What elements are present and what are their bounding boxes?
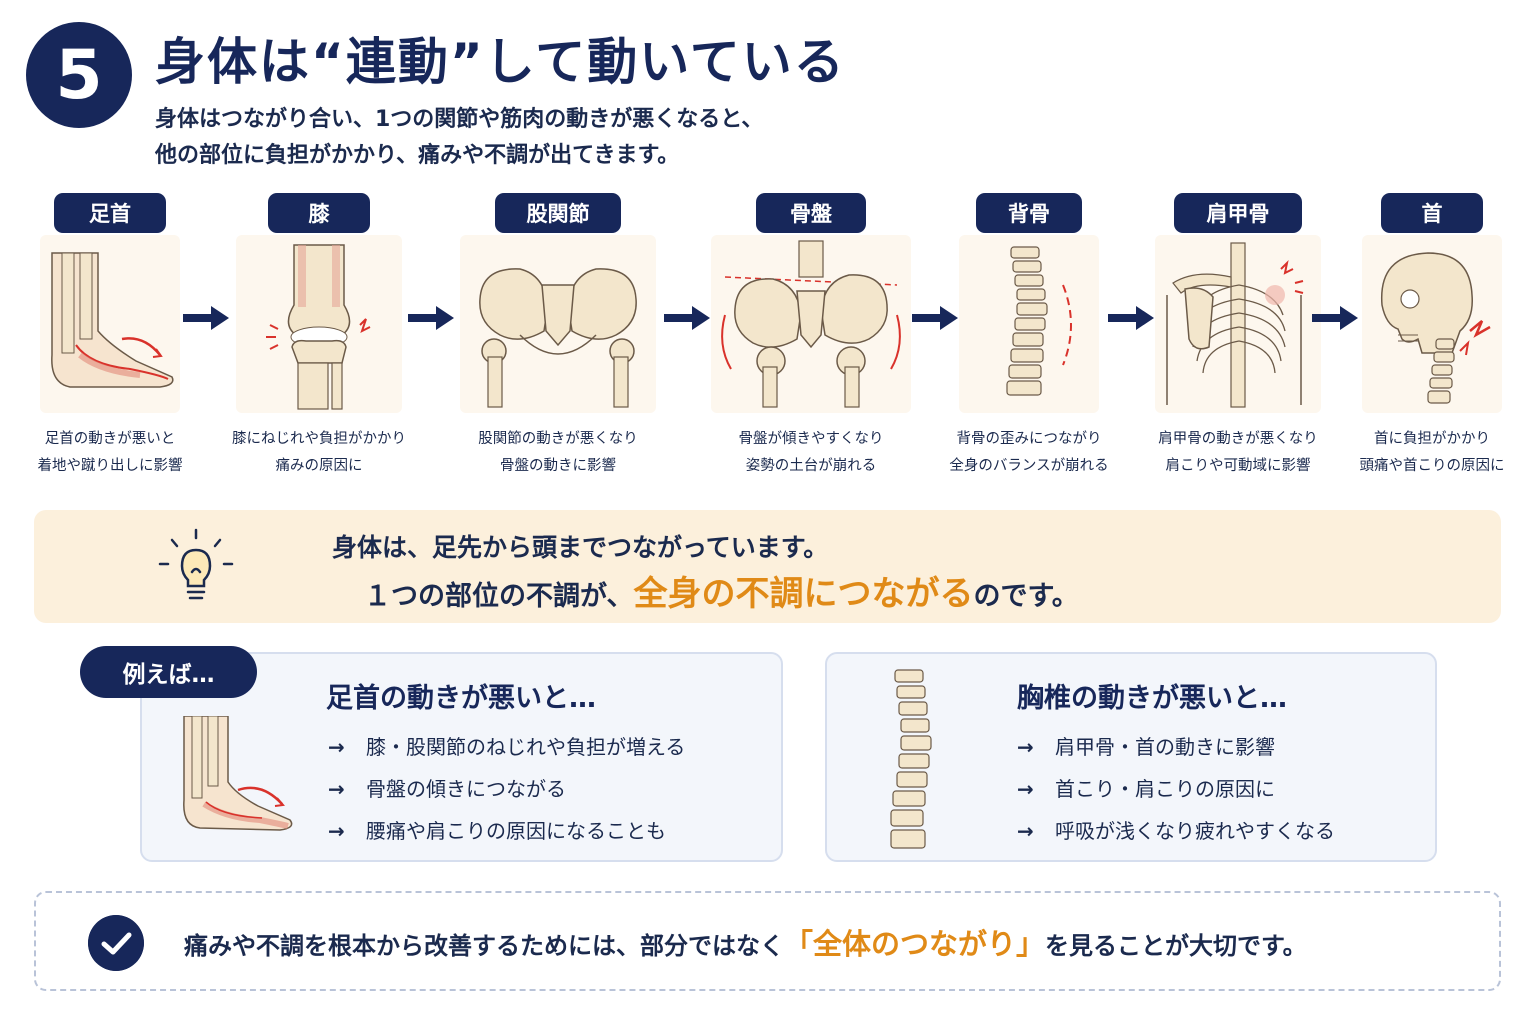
list-item: → 呼吸が浅くなり疲れやすくなる [1017,810,1335,852]
banner-line-2-post: のです。 [973,581,1079,612]
banner-line-2-pre: １つの部位の不調が、 [364,581,634,612]
step-desc-line-1: 首に負担がかかり [1374,431,1490,447]
arrow-right-icon: → [328,735,345,759]
step-desc-line-1: 股関節の動きが悪くなり [478,431,638,447]
chain-step-ankle: 足首 足首の動きが悪いと 着地や蹴り出しに影響 [5,193,215,474]
arrow-right-icon [664,306,710,330]
arrow-right-icon: → [328,777,345,801]
arrow-right-icon [408,306,454,330]
arrow-right-icon: → [328,819,345,843]
page-subtitle: 身体はつながり合い、1つの関節や筋肉の動きが悪くなると、 他の部位に負担がかかり… [155,102,763,174]
list-item-text: 首こり・肩こりの原因に [1055,777,1275,801]
subtitle-line-1: 身体はつながり合い、1つの関節や筋肉の動きが悪くなると、 [155,107,764,132]
step-label: 首 [1381,193,1483,233]
conclusion-text-post: を見ることが大切です。 [1045,932,1307,960]
arrow-right-icon [1312,306,1358,330]
chain-step-shoulder-blade: 肩甲骨 肩甲骨の動きが悪くなり 肩こりや可動域に影響 [1133,193,1343,474]
list-item: → 膝・股関節のねじれや負担が増える [328,726,685,768]
step-desc-line-1: 足首の動きが悪いと [44,431,176,447]
step-label: 背骨 [976,193,1082,233]
step-description: 膝にねじれや負担がかかり 痛みの原因に [214,426,424,480]
arrow-right-icon [912,306,958,330]
list-item: → 骨盤の傾きにつながる [328,768,685,810]
step-desc-line-2: 肩こりや可動域に影響 [1165,458,1311,474]
step-desc-line-2: 痛みの原因に [275,458,363,474]
conclusion-highlight: 「全体のつながり」 [784,927,1046,961]
list-item-text: 呼吸が浅くなり疲れやすくなる [1055,819,1335,843]
spine-icon [959,235,1099,413]
step-label: 股関節 [495,193,621,233]
step-description: 骨盤が傾きやすくなり 姿勢の土台が崩れる [706,426,916,480]
step-desc-line-1: 骨盤が傾きやすくなり [738,431,884,447]
step-description: 背骨の歪みにつながり 全身のバランスが崩れる [924,426,1134,480]
shoulder-blade-icon [1155,235,1321,413]
ankle-icon [183,716,293,831]
conclusion-box: 痛みや不調を根本から改善するためには、部分ではなく「全体のつながり」を見ることが… [34,891,1501,991]
step-desc-line-1: 肩甲骨の動きが悪くなり [1158,431,1318,447]
pelvis-icon [711,235,911,413]
arrow-right-icon [1108,306,1154,330]
banner-line-1: 身体は、足先から頭までつながっています。 [332,533,829,562]
step-description: 股関節の動きが悪くなり 骨盤の動きに影響 [453,426,663,480]
check-icon [88,915,144,971]
conclusion-text: 痛みや不調を根本から改善するためには、部分ではなく「全体のつながり」を見ることが… [184,921,1307,963]
step-label: 肩甲骨 [1174,193,1302,233]
conclusion-text-pre: 痛みや不調を根本から改善するためには、部分ではなく [184,932,784,960]
list-item-text: 肩甲骨・首の動きに影響 [1055,735,1275,759]
list-item-text: 腰痛や肩こりの原因になることも [366,819,666,843]
list-item: → 腰痛や肩こりの原因になることも [328,810,685,852]
example-card-title: 足首の動きが悪いと… [326,683,596,714]
step-label: 膝 [268,193,370,233]
lightbulb-icon [158,528,234,600]
knee-icon [236,235,402,413]
list-item: → 肩甲骨・首の動きに影響 [1017,726,1335,768]
step-desc-line-2: 全身のバランスが崩れる [949,458,1109,474]
chain-step-pelvis: 骨盤 骨盤が傾きやすくなり 姿勢の土台が崩れる [706,193,916,474]
chain-step-hip: 股関節 股関節の動きが悪くなり 骨盤の動きに影響 [453,193,663,474]
step-desc-line-2: 骨盤の動きに影響 [500,458,616,474]
hip-icon [460,235,656,413]
example-tag: 例えば… [80,646,257,698]
step-description: 肩甲骨の動きが悪くなり 肩こりや可動域に影響 [1133,426,1343,480]
list-item-text: 膝・股関節のねじれや負担が増える [366,735,686,759]
key-message-banner: 身体は、足先から頭までつながっています。 １つの部位の不調が、全身の不調につなが… [34,510,1501,623]
chain-step-knee: 膝 膝にねじれや負担がかかり 痛みの原因に [214,193,424,474]
subtitle-line-2: 他の部位に負担がかかり、痛みや不調が出てきます。 [155,143,680,168]
step-desc-line-1: 膝にねじれや負担がかかり [232,431,406,447]
section-number-badge: 5 [26,22,132,128]
step-desc-line-2: 頭痛や首こりの原因に [1359,458,1505,474]
arrow-right-icon: → [1017,819,1034,843]
banner-highlight: 全身の不調につながる [633,574,974,614]
arrow-right-icon: → [1017,735,1034,759]
banner-line-2: １つの部位の不調が、全身の不調につながるのです。 [364,566,1079,615]
step-label: 足首 [54,193,166,233]
step-label: 骨盤 [756,193,866,233]
step-description: 足首の動きが悪いと 着地や蹴り出しに影響 [5,426,215,480]
chain-step-neck: 首 首に負担がかかり 頭痛や首こりの原因に [1327,193,1536,474]
step-description: 首に負担がかかり 頭痛や首こりの原因に [1327,426,1536,480]
list-item-text: 骨盤の傾きにつながる [366,777,566,801]
ankle-icon [40,235,180,413]
step-desc-line-2: 着地や蹴り出しに影響 [37,458,183,474]
step-desc-line-2: 姿勢の土台が崩れる [745,458,877,474]
arrow-right-icon [183,306,229,330]
example-card-title: 胸椎の動きが悪いと… [1017,683,1287,714]
neck-icon [1362,235,1502,413]
example-card-list: → 肩甲骨・首の動きに影響 → 首こり・肩こりの原因に → 呼吸が浅くなり疲れやすくな… [1017,726,1335,852]
example-card-list: → 膝・股関節のねじれや負担が増える → 骨盤の傾きにつながる → 腰痛や肩こりの原因… [328,726,685,852]
page-title: 身体は“連動”して動いている [155,33,846,91]
list-item: → 首こり・肩こりの原因に [1017,768,1335,810]
chain-step-spine: 背骨 背骨の歪みにつながり 全身のバランスが崩れる [924,193,1134,474]
example-card-thoracic-spine: 胸椎の動きが悪いと… → 肩甲骨・首の動きに影響 → 首こり・肩こりの原因に → 呼吸… [825,652,1437,862]
spine-icon [890,669,932,849]
step-desc-line-1: 背骨の歪みにつながり [956,431,1102,447]
arrow-right-icon: → [1017,777,1034,801]
